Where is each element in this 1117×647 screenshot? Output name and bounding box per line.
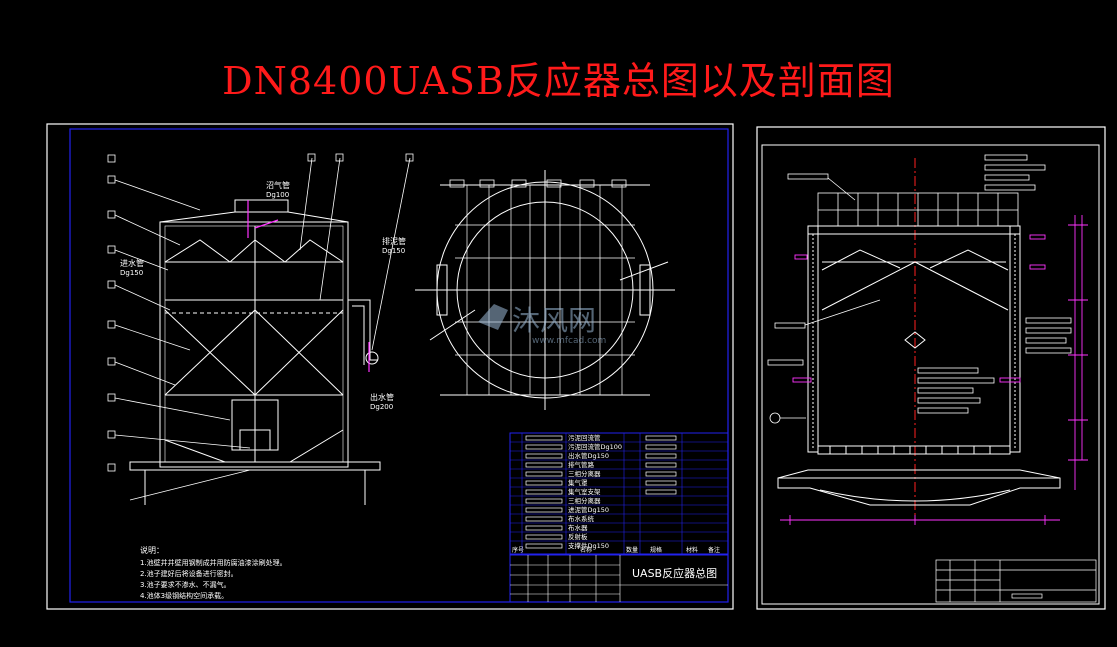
item-balloons xyxy=(107,153,414,472)
parts-row-name: 三相分离器 xyxy=(568,469,601,478)
parts-row-name: 集气室支架 xyxy=(568,487,601,496)
note-line: 2.池子建好后将设备进行密封。 xyxy=(140,569,238,578)
parts-row-name: 进泥管Dg150 xyxy=(568,505,609,514)
parts-col-header: 数量 xyxy=(626,546,638,554)
title-block-name: UASB反应器总图 xyxy=(632,566,717,580)
parts-row-name: 三相分离器 xyxy=(568,496,601,505)
section-walls xyxy=(777,225,1061,506)
watermark-url: www.mfcad.com xyxy=(532,336,606,346)
pipe-label-name: 出水管 xyxy=(370,392,394,402)
parts-row-name: 反射板 xyxy=(568,532,588,541)
parts-row-name: 集气罩 xyxy=(568,478,588,487)
parts-row-name: 出水管Dg150 xyxy=(568,451,609,460)
pipe-label-name: 沼气管 xyxy=(266,180,290,190)
parts-list-table: 污泥回流管 污泥回流管Dg100 出水管Dg150 排气管路 三相分离器 集气罩… xyxy=(509,432,729,555)
pipe-label-size: Dg150 xyxy=(120,269,143,277)
section-dimensions xyxy=(780,215,1088,525)
pipe-label-size: Dg100 xyxy=(266,191,289,199)
section-callouts xyxy=(767,154,1072,424)
section-top-grid xyxy=(817,192,1019,227)
pipe-label-size: Dg200 xyxy=(370,403,393,411)
watermark-logo-icon xyxy=(478,304,508,330)
reactor-plan-view xyxy=(415,170,675,410)
dimension-marks xyxy=(247,200,370,372)
notes-heading: 说明： xyxy=(140,545,164,555)
note-line: 4.池体3级钢结构空间承载。 xyxy=(140,591,228,600)
pipe-label-size: Dg150 xyxy=(382,247,405,255)
parts-col-header: 规格 xyxy=(650,546,662,554)
parts-col-header: 材料 xyxy=(686,546,698,554)
right-title-block xyxy=(935,559,1097,603)
note-line: 3.池子要求不渗水、不漏气。 xyxy=(140,580,231,589)
parts-row-name: 布水系统 xyxy=(568,514,595,523)
parts-col-header: 备注 xyxy=(708,546,720,554)
left-title-block: UASB反应器总图 xyxy=(509,554,729,603)
parts-row-name: 布水器 xyxy=(568,523,588,532)
plan-view-ticks xyxy=(449,179,627,188)
leader-lines xyxy=(114,157,411,501)
right-drawing-sheet xyxy=(756,126,1106,610)
page-title: DN8400UASB反应器总图以及剖面图 xyxy=(222,59,895,103)
left-drawing-sheet: 沼气管 Dg100 排泥管 Dg150 进水管 Dg150 出水管 Dg200 xyxy=(46,123,734,610)
watermark-brand: 沐风网 xyxy=(512,304,596,337)
right-sheet-border xyxy=(756,126,1106,610)
parts-row-name: 支撑件Dg150 xyxy=(568,541,609,550)
parts-row-name: 排气管路 xyxy=(568,460,595,469)
pipe-label-group: 沼气管 Dg100 排泥管 Dg150 进水管 Dg150 出水管 Dg200 xyxy=(120,180,406,411)
parts-row-name: 污泥回流管 xyxy=(568,433,601,442)
watermark: 沐风网 www.mfcad.com xyxy=(478,304,606,346)
parts-row-name: 污泥回流管Dg100 xyxy=(568,442,622,451)
left-sheet-frame xyxy=(69,128,729,603)
left-sheet-border xyxy=(46,123,734,610)
reactor-elevation-section xyxy=(129,199,381,505)
right-sheet-frame xyxy=(761,144,1100,605)
note-line: 1.池壁井井壁用钢制成并用防腐油漆涂刷处理。 xyxy=(140,558,287,567)
parts-col-header: 序号 xyxy=(512,546,524,554)
drawing-notes: 说明： 1.池壁井井壁用钢制成并用防腐油漆涂刷处理。 2.池子建好后将设备进行密… xyxy=(140,545,287,600)
parts-col-header: 名称 xyxy=(580,546,592,554)
pipe-label-name: 进水管 xyxy=(120,258,144,268)
pipe-label-name: 排泥管 xyxy=(382,236,406,246)
